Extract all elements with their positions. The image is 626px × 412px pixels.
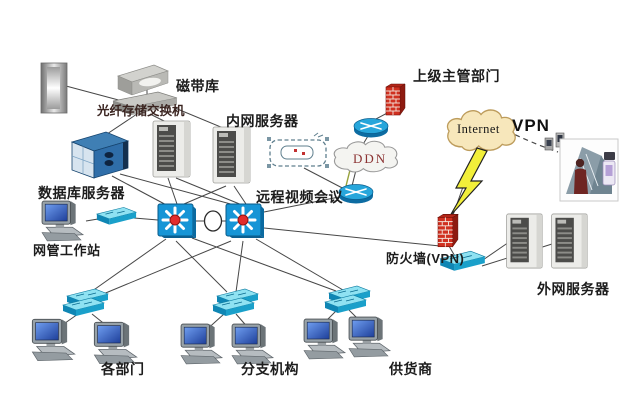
core-switch-1-icon	[157, 203, 197, 239]
label-intranet-server: 内网服务器	[226, 113, 299, 129]
mobile-user-image	[544, 132, 619, 202]
label-branch-offices: 分支机构	[241, 361, 299, 377]
label-database-server: 数据库服务器	[38, 185, 125, 201]
video-conference-icon	[267, 132, 329, 168]
superior-firewall-icon	[385, 83, 406, 116]
core-switch-2-icon	[225, 203, 265, 239]
connection-line	[103, 111, 141, 137]
access-switch-stack-2-icon	[213, 289, 258, 316]
connection-line	[119, 173, 239, 207]
connection-line	[167, 177, 178, 205]
database-server-icon	[70, 131, 130, 179]
supplier-pc-2-icon	[348, 316, 391, 358]
access-switch-stack-1-icon	[63, 289, 108, 316]
connection-line	[235, 240, 244, 293]
connection-line	[175, 177, 243, 206]
connection-line	[87, 238, 167, 295]
connection-line	[111, 175, 173, 209]
mobile-user-photo	[559, 138, 619, 202]
connection-line	[133, 217, 159, 221]
label-departments: 各部门	[101, 361, 145, 377]
connection-line	[85, 218, 99, 222]
connection-line	[263, 227, 441, 247]
connection-line	[263, 195, 345, 213]
connection-line	[174, 107, 229, 131]
router-1-icon	[353, 117, 389, 139]
label-internet: Internet	[457, 122, 500, 136]
intranet-server-2-icon	[212, 126, 251, 184]
label-vpn: VPN	[512, 116, 550, 135]
lightning-bolt-icon	[449, 147, 488, 217]
router-2-icon	[338, 183, 374, 205]
connection-line	[351, 169, 357, 187]
storage-tower-icon	[40, 62, 68, 114]
label-tape-library: 磁带库	[176, 78, 220, 94]
access-switch-stack-3-icon	[325, 286, 370, 313]
label-nms-workstation: 网管工作站	[33, 243, 101, 258]
dept-pc-2-icon	[93, 321, 138, 365]
connection-line	[233, 185, 247, 205]
branch-pc-2-icon	[231, 323, 274, 365]
connection-line	[255, 238, 344, 291]
connection-line	[175, 240, 228, 293]
internet-cloud-icon	[446, 109, 516, 152]
label-superior-department: 上级主管部门	[413, 68, 500, 84]
label-ddn: DDN	[353, 151, 388, 166]
connection-line	[95, 240, 232, 298]
label-fiber-storage-switch: 光纤存储交换机	[97, 104, 185, 118]
connection-line	[191, 237, 337, 292]
connection-line	[183, 185, 227, 205]
label-extranet-server: 外网服务器	[537, 281, 610, 297]
firewall-vpn-icon	[437, 213, 459, 248]
nms-switch-icon	[96, 206, 137, 226]
core-link-ellipse-icon	[203, 210, 223, 232]
dept-pc-1-icon	[31, 318, 76, 362]
intranet-server-1-icon	[152, 120, 191, 178]
connection-line	[65, 85, 127, 103]
ddn-cloud-icon	[333, 140, 399, 173]
label-remote-video-conference: 远程视频会议	[256, 189, 343, 205]
label-firewall-vpn: 防火墙(VPN)	[386, 251, 465, 266]
connection-line	[345, 169, 351, 187]
nms-workstation-icon	[41, 200, 84, 242]
branch-pc-1-icon	[180, 323, 223, 365]
extranet-server-2-icon	[551, 213, 588, 269]
supplier-pc-1-icon	[303, 318, 346, 360]
label-suppliers: 供货商	[389, 361, 433, 377]
extranet-server-1-icon	[506, 213, 543, 269]
tape-library-icon	[116, 64, 170, 96]
fiber-storage-switch-icon	[112, 91, 178, 115]
